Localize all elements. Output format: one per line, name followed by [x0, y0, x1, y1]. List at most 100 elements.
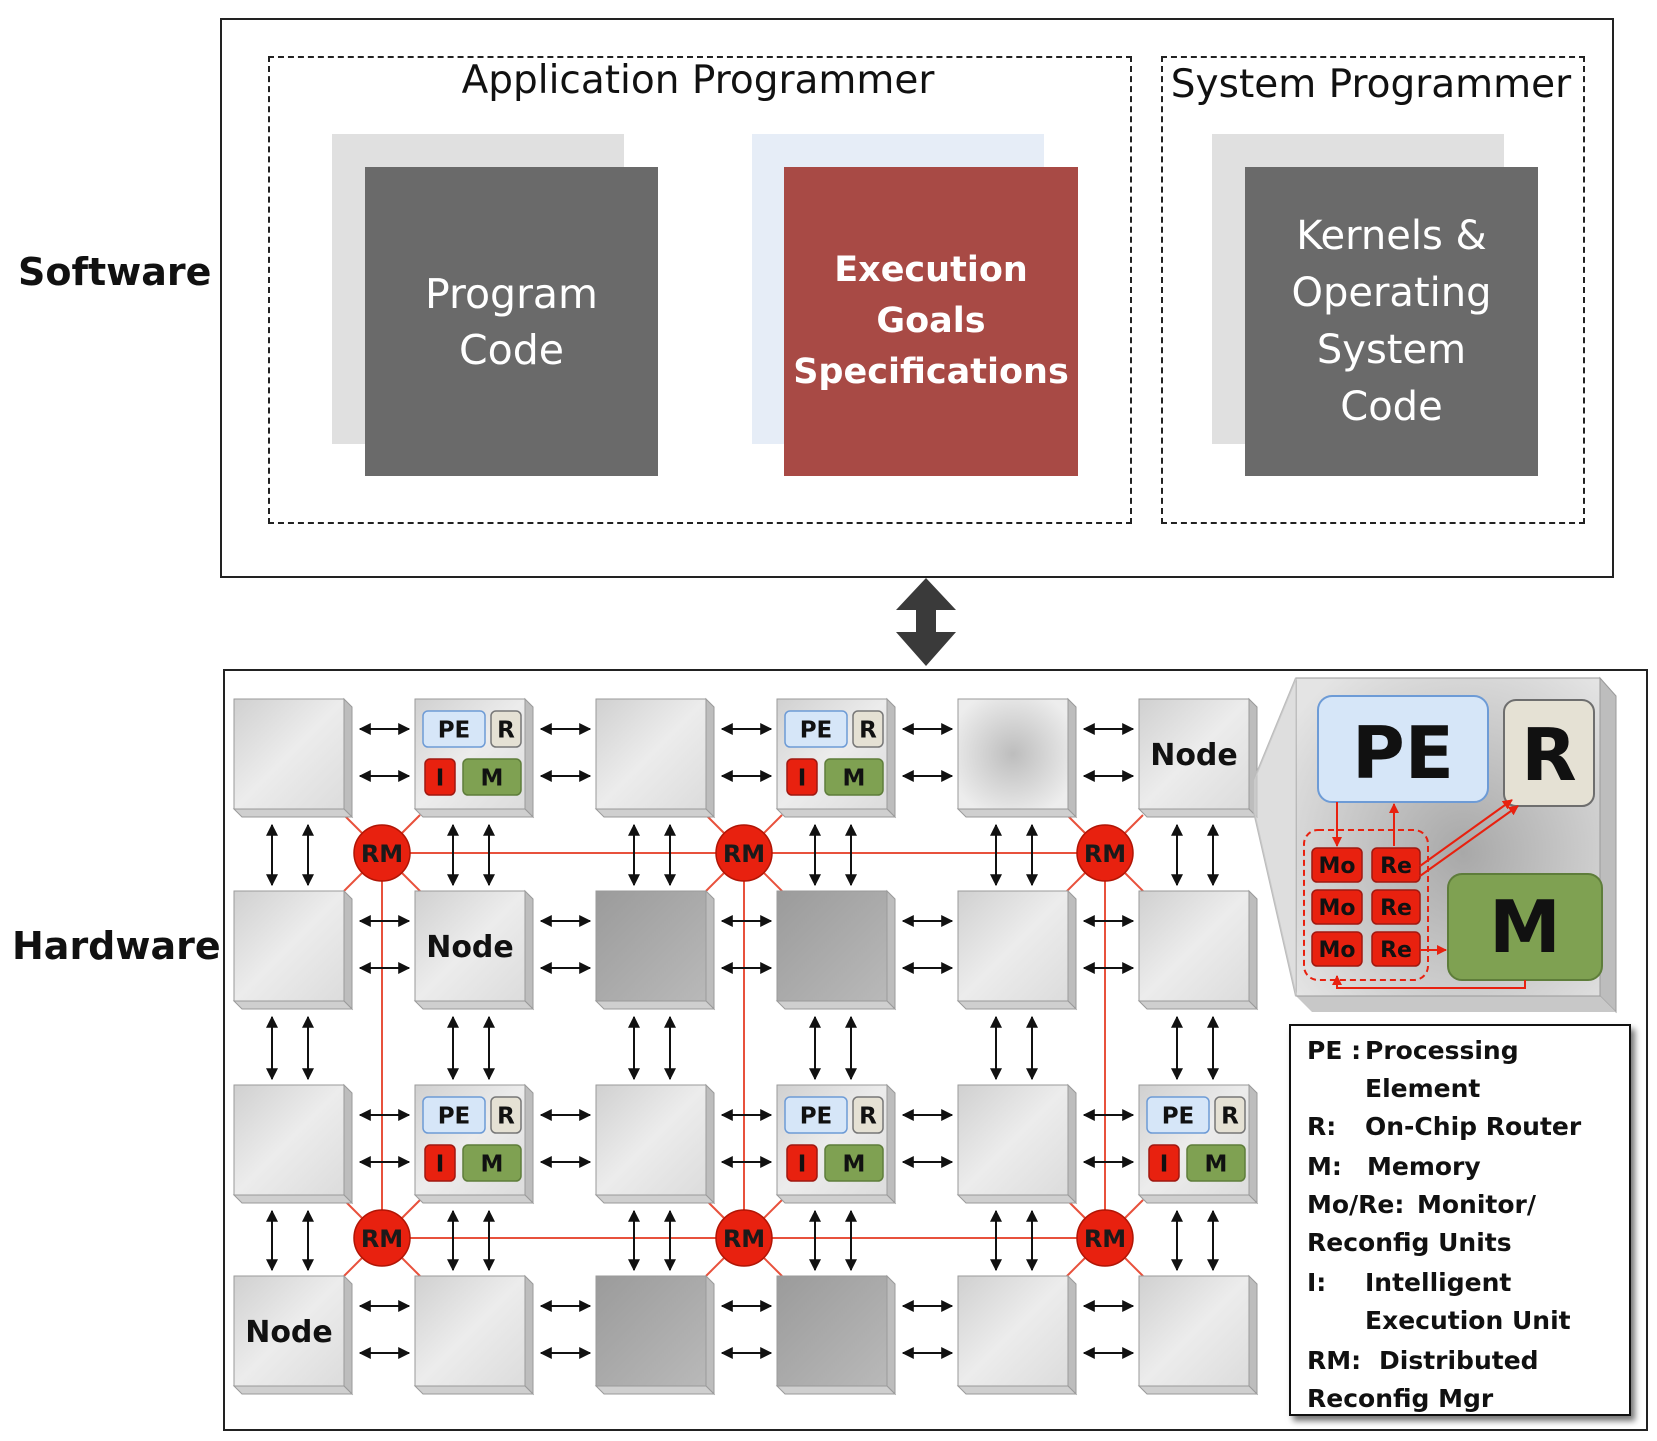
legend: PE : Processing Element R: On-Chip Route… [1289, 1024, 1631, 1416]
node-bottom [775, 1000, 897, 1010]
node-side [1248, 1083, 1258, 1205]
r-chip-label: R [1221, 1103, 1239, 1129]
node-side [1067, 697, 1077, 819]
detail-mo-chip-label: Mo [1318, 854, 1355, 879]
node-bottom [775, 1385, 897, 1395]
legend-key: M: [1307, 1152, 1342, 1181]
rm-unit: RM [1076, 1209, 1134, 1267]
node-node-label: Node [413, 889, 535, 1011]
node-bottom [594, 1194, 716, 1204]
node-plain [1137, 1274, 1259, 1396]
rm-unit: RM [353, 824, 411, 882]
node-face [233, 698, 345, 810]
node-face [595, 890, 707, 1002]
node-plain [232, 697, 354, 819]
legend-key: R: [1307, 1112, 1337, 1141]
node-side [524, 1083, 534, 1205]
node-bottom [413, 1194, 535, 1204]
node-dark [775, 889, 897, 1011]
detail-mo-chip [1311, 889, 1363, 925]
node-bottom [413, 1385, 535, 1395]
detail-re-chip-label: Re [1380, 938, 1412, 963]
execution-goals-text: Execution Goals Specifications [793, 250, 1069, 392]
kernels-os-card: Kernels & Operating System Code [1245, 167, 1538, 476]
node-bottom [1137, 1385, 1259, 1395]
pe-chip-label: PE [800, 1103, 833, 1129]
m-chip [462, 1144, 522, 1182]
legend-value: On-Chip Router [1365, 1112, 1582, 1141]
m-chip-label: M [481, 765, 504, 791]
node-side [886, 1083, 896, 1205]
r-chip-label: R [859, 717, 877, 743]
node-plain [956, 889, 1078, 1011]
node-face [776, 890, 888, 1002]
r-chip [1214, 1096, 1246, 1134]
execution-goals-card: Execution Goals Specifications [784, 167, 1078, 476]
rm-circle [715, 824, 773, 882]
node-side [524, 1274, 534, 1396]
program-code-text: Program Code [425, 269, 598, 374]
node-plain [232, 889, 354, 1011]
rm-label: RM [361, 840, 403, 868]
node-plain [956, 1083, 1078, 1205]
software-label: Software [18, 250, 212, 294]
detail-r [1503, 699, 1595, 807]
node-bottom [232, 1385, 354, 1395]
node-side [343, 1274, 353, 1396]
node-side [524, 697, 534, 819]
legend-row-pe: PE : Processing Element [1307, 1032, 1623, 1108]
node-plain [594, 697, 716, 819]
m-chip [462, 758, 522, 796]
program-code-card: Program Code [365, 167, 658, 476]
pe-chip [422, 710, 486, 748]
node-radial [956, 697, 1078, 819]
detail-re-chip-label: Re [1380, 854, 1412, 879]
node-bottom [232, 1000, 354, 1010]
r-chip-label: R [497, 717, 515, 743]
detail-pe [1317, 695, 1489, 803]
node-side [886, 1274, 896, 1396]
m-chip [824, 1144, 884, 1182]
node-label: Node [426, 930, 514, 965]
node-face [957, 1084, 1069, 1196]
detail-mo-chip-label: Mo [1318, 938, 1355, 963]
application-programmer-group [268, 56, 1132, 524]
node-plain [594, 1083, 716, 1205]
node-face [1138, 1275, 1250, 1387]
pe-chip-label: PE [1162, 1103, 1195, 1129]
legend-key: Mo/Re: [1307, 1190, 1405, 1219]
r-chip [852, 1096, 884, 1134]
node-face [957, 1275, 1069, 1387]
r-chip-label: R [859, 1103, 877, 1129]
node-side [343, 1083, 353, 1205]
rm-unit: RM [353, 1209, 411, 1267]
pe-chip-label: PE [800, 717, 833, 743]
rm-unit: RM [715, 824, 773, 882]
node-plain [956, 1274, 1078, 1396]
legend-row-rm: RM: Distributed Reconfig Mgr [1307, 1342, 1623, 1418]
i-chip [424, 1144, 456, 1182]
rm-circle [715, 1209, 773, 1267]
node-side [343, 889, 353, 1011]
software-hardware-arrow [896, 578, 956, 666]
hardware-label: Hardware [12, 924, 221, 968]
legend-key: PE : [1307, 1036, 1362, 1065]
legend-rows: PE : Processing Element R: On-Chip Route… [1307, 1032, 1623, 1418]
m-chip-label: M [481, 1151, 504, 1177]
detail-m-label: M [1489, 885, 1561, 969]
detail-mo-chip [1311, 931, 1363, 967]
node-bottom [956, 1000, 1078, 1010]
i-chip-label: I [1160, 1151, 1169, 1177]
legend-key: I: [1307, 1268, 1327, 1297]
node-face [776, 1275, 888, 1387]
node-node-label: Node [1137, 697, 1259, 819]
detail-re-chip-label: Re [1380, 896, 1412, 921]
pe-chip [422, 1096, 486, 1134]
node-label: Node [245, 1315, 333, 1350]
